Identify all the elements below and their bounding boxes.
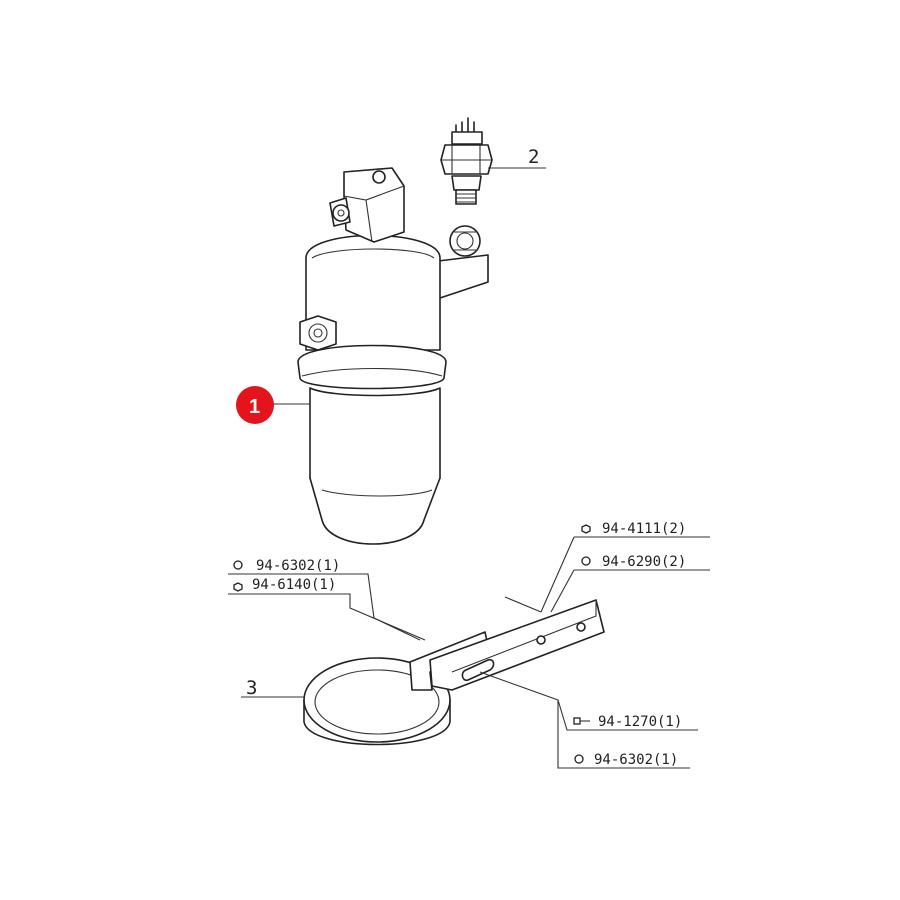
hardware-leaders <box>228 536 710 769</box>
nut-icon <box>233 582 243 592</box>
washer-icon <box>581 556 591 566</box>
bolt-icon <box>573 717 590 725</box>
callout-part-2: 2 <box>528 146 539 168</box>
nut-icon <box>581 524 591 534</box>
washer-icon <box>574 754 584 764</box>
clamp-bracket[interactable] <box>303 599 605 746</box>
washer-icon <box>233 560 243 570</box>
hardware-label-4[interactable]: 94-6140(1) <box>233 577 336 593</box>
hardware-label-2[interactable]: 94-6290(2) <box>581 554 686 570</box>
callout-badge-part-1[interactable] <box>236 386 274 424</box>
hardware-code: 94-4111(2) <box>602 521 686 537</box>
hardware-code: 94-6302(1) <box>594 752 678 768</box>
callout-part-3: 3 <box>246 677 257 699</box>
hardware-code: 94-6302(1) <box>256 558 340 574</box>
receiver-drier[interactable] <box>297 167 489 545</box>
hardware-label-3[interactable]: 94-6302(1) <box>233 558 340 574</box>
hardware-label-1[interactable]: 94-4111(2) <box>581 521 686 537</box>
callout-part-1: 1 <box>249 396 260 418</box>
pressure-switch[interactable] <box>440 117 493 205</box>
hardware-label-6[interactable]: 94-6302(1) <box>574 752 678 768</box>
hardware-code: 94-6290(2) <box>602 554 686 570</box>
hardware-code: 94-6140(1) <box>252 577 336 593</box>
hardware-code: 94-1270(1) <box>598 714 682 730</box>
hardware-label-5[interactable]: 94-1270(1) <box>573 714 682 730</box>
